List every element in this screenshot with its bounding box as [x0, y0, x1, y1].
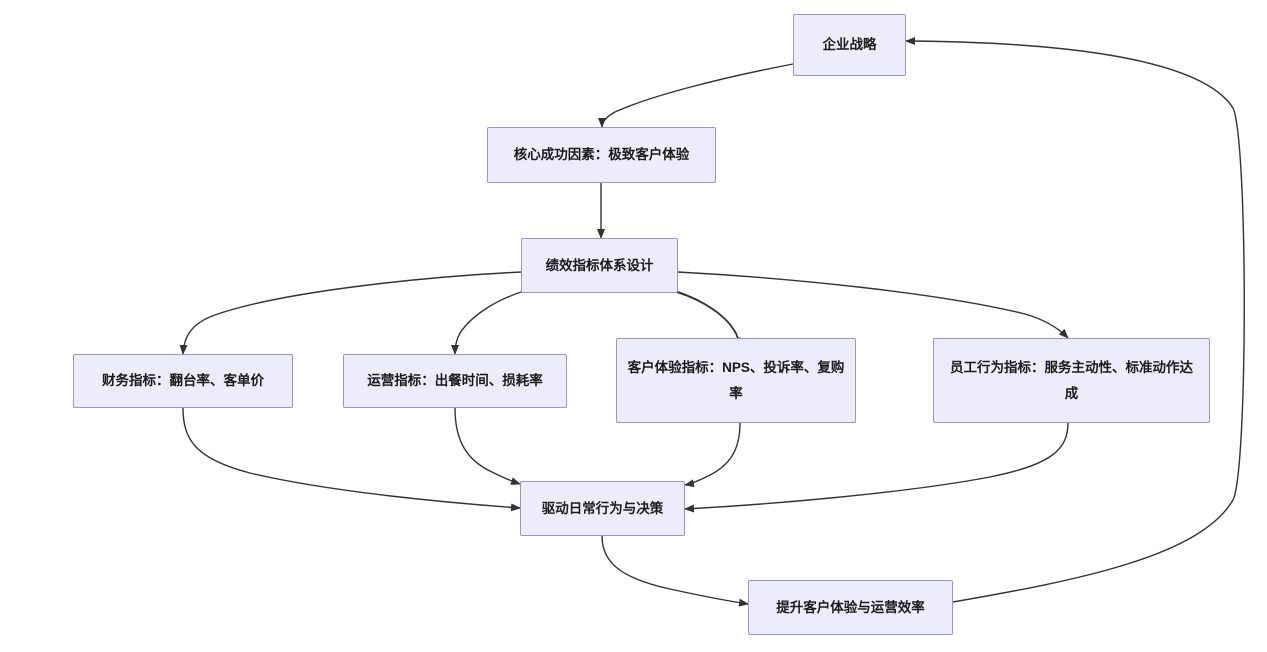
edge-kpi-to-customer-tail	[675, 291, 743, 348]
node-core-success-factor[interactable]: 核心成功因素：极致客户体验	[487, 127, 716, 183]
node-customer-experience-metrics[interactable]: 客户体验指标：NPS、投诉率、复购率	[616, 338, 856, 423]
edge-strategy-to-csf	[598, 63, 794, 128]
node-strategy[interactable]: 企业战略	[793, 14, 906, 76]
node-financial-metrics-label: 财务指标：翻台率、客单价	[102, 373, 264, 388]
node-strategy-label: 企业战略	[822, 37, 877, 52]
edge-customer-to-drive	[684, 422, 741, 488]
edge-operation-to-drive	[454, 407, 521, 485]
node-operational-metrics[interactable]: 运营指标：出餐时间、损耗率	[343, 354, 567, 408]
node-customer-experience-metrics-label: 客户体验指标：NPS、投诉率、复购率	[627, 359, 845, 401]
node-drive-daily-behavior[interactable]: 驱动日常行为与决策	[520, 481, 685, 536]
edge-kpi-to-customer	[675, 290, 744, 348]
edge-finance-to-drive	[182, 407, 521, 512]
node-improve-experience-efficiency-label: 提升客户体验与运营效率	[776, 599, 925, 615]
edge-improve-to-strategy	[905, 37, 1245, 603]
node-kpi-system-design-label: 绩效指标体系设计	[545, 257, 654, 273]
node-employee-behavior-metrics[interactable]: 员工行为指标：服务主动性、标准动作达成	[933, 338, 1210, 423]
edge-kpi-to-operation	[451, 290, 525, 355]
edge-kpi-to-finance	[179, 271, 522, 355]
node-drive-daily-behavior-label: 驱动日常行为与决策	[541, 500, 664, 516]
node-kpi-system-design[interactable]: 绩效指标体系设计	[521, 238, 678, 293]
node-improve-experience-efficiency[interactable]: 提升客户体验与运营效率	[748, 580, 953, 635]
node-operational-metrics-label: 运营指标：出餐时间、损耗率	[367, 373, 543, 388]
edge-employee-to-drive	[684, 422, 1069, 513]
node-core-success-factor-label: 核心成功因素：极致客户体验	[513, 147, 690, 162]
edge-drive-to-improve	[601, 535, 749, 607]
edge-kpi-to-employee	[677, 271, 1069, 339]
node-financial-metrics[interactable]: 财务指标：翻台率、客单价	[73, 354, 293, 408]
node-employee-behavior-metrics-label: 员工行为指标：服务主动性、标准动作达成	[950, 359, 1193, 401]
